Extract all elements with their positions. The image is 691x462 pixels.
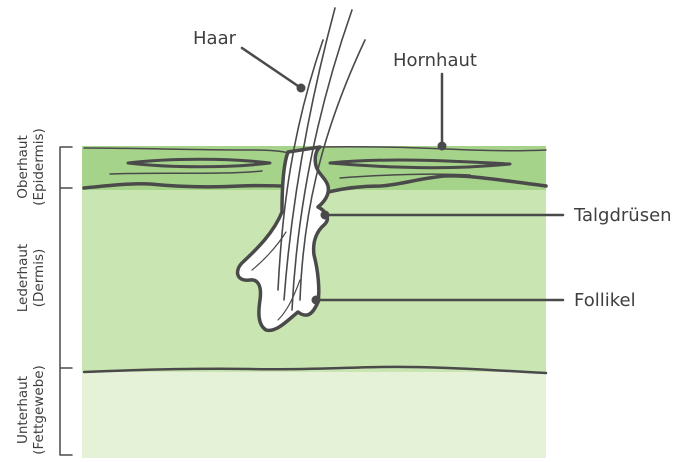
lederhaut-latin: (Dermis) — [31, 249, 47, 307]
haar-marker-dot — [297, 84, 306, 93]
unterhaut-latin: (Fettgewebe) — [31, 365, 47, 455]
talgdruesen-label: Talgdrüsen — [573, 205, 672, 226]
haar-leader-line — [242, 48, 301, 88]
hornhaut-marker-dot — [438, 142, 447, 151]
unterhaut-side-label: Unterhaut (Fettgewebe) — [15, 365, 47, 455]
oberhaut-name: Oberhaut — [15, 135, 31, 199]
follikel-marker-dot — [312, 296, 321, 305]
haar-label: Haar — [193, 28, 237, 49]
layer-bracket — [60, 147, 72, 455]
unterhaut-name: Unterhaut — [15, 376, 31, 444]
subcutis-layer — [82, 370, 546, 458]
lederhaut-side-label: Lederhaut (Dermis) — [15, 244, 47, 312]
lederhaut-name: Lederhaut — [15, 244, 31, 312]
hornhaut-label: Hornhaut — [393, 50, 477, 71]
talgdruesen-marker-dot — [321, 211, 330, 220]
oberhaut-side-label: Oberhaut (Epidermis) — [15, 128, 47, 206]
oberhaut-latin: (Epidermis) — [31, 128, 47, 206]
follikel-label: Follikel — [574, 290, 636, 311]
